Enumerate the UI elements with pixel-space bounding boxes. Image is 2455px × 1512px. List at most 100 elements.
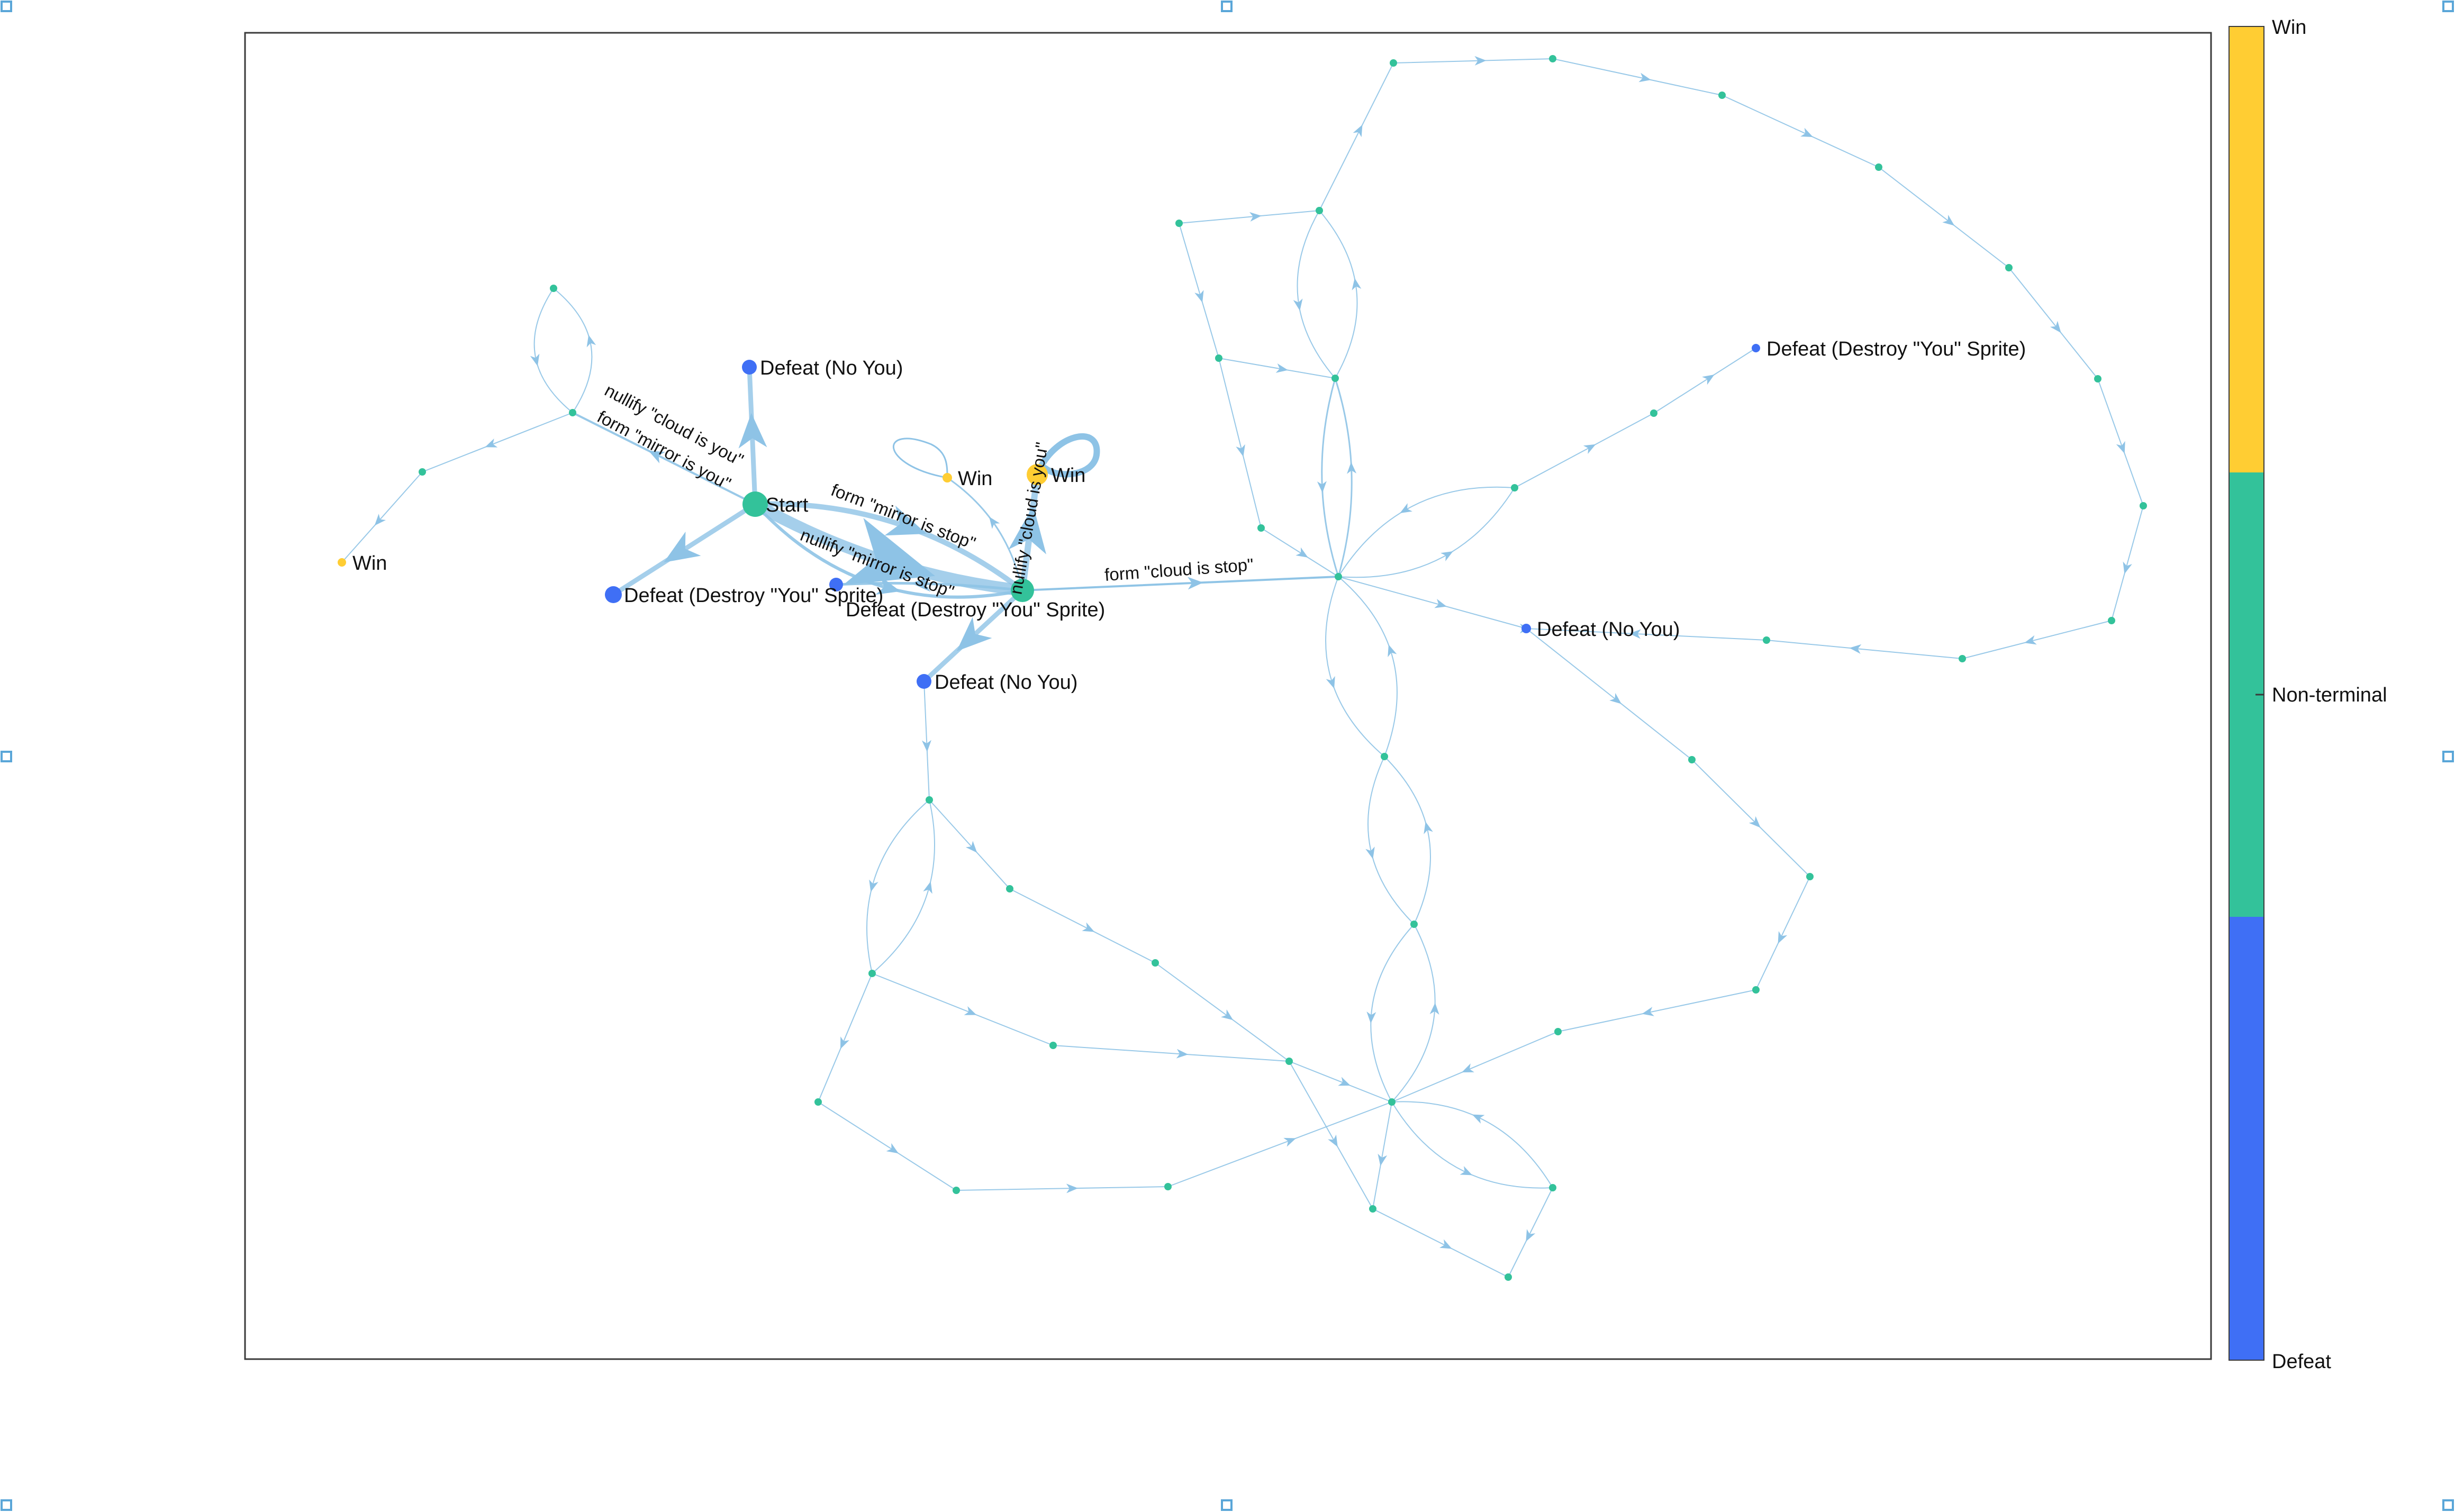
edge-arrowhead — [1749, 816, 1761, 828]
graph-node — [1152, 959, 1159, 967]
graph-edge — [872, 799, 935, 974]
graph-node — [1388, 1098, 1396, 1106]
graph-node — [1718, 92, 1726, 99]
graph-edge — [341, 471, 423, 563]
edge-arrowhead — [1326, 676, 1335, 689]
graph-edge — [1766, 640, 1963, 659]
edge-arrowhead — [1176, 1049, 1189, 1059]
edge-arrowhead — [886, 1143, 899, 1154]
graph-edge — [1319, 62, 1394, 211]
graph-node — [1390, 59, 1397, 67]
node-label-win-big: Win — [1051, 464, 1085, 487]
graph-node — [1257, 524, 1265, 532]
graph-edge — [1338, 487, 1515, 578]
edge-arrowhead — [1365, 846, 1375, 859]
resize-handle-top-left[interactable] — [1, 1, 12, 12]
edge-arrowhead — [1008, 505, 1047, 554]
graph-node — [1650, 409, 1657, 417]
resize-handle-bottom-center[interactable] — [1221, 1499, 1233, 1511]
edge-arrowhead — [1296, 547, 1308, 558]
graph-edge — [1391, 1031, 1559, 1103]
edge-arrowhead — [1629, 629, 1641, 639]
graph-edge — [1338, 486, 1515, 577]
graph-edge — [818, 973, 873, 1103]
graph-edge — [1289, 1061, 1373, 1209]
edge-arrowhead — [1609, 693, 1621, 704]
graph-node — [1505, 1273, 1512, 1281]
graph-node — [1316, 207, 1323, 214]
graph-node-defeat-sprite-left — [605, 586, 622, 603]
edge-arrowhead — [1400, 503, 1412, 513]
graph-node-win-far-left — [338, 558, 346, 567]
graph-node — [419, 468, 426, 476]
graph-node — [1511, 484, 1518, 491]
edge-arrowhead — [1249, 212, 1262, 222]
resize-handle-top-center[interactable] — [1221, 1, 1233, 12]
edge-arrowhead — [965, 841, 977, 853]
edge-arrowhead — [1583, 444, 1596, 454]
edge-arrowhead — [989, 516, 1000, 529]
edge-arrowhead — [843, 518, 935, 585]
edge-label: form "cloud is stop" — [1104, 554, 1254, 585]
resize-handle-top-right[interactable] — [2442, 1, 2454, 12]
graph-node-defeat-no-you-right — [1521, 624, 1531, 633]
graph-node — [550, 285, 557, 292]
graph-node — [2140, 502, 2147, 509]
graph-edge — [1391, 924, 1436, 1103]
resize-handle-middle-right[interactable] — [2442, 751, 2454, 762]
edge-arrowhead — [1194, 290, 1204, 303]
resize-handle-bottom-left[interactable] — [1, 1499, 12, 1511]
graph-node — [1806, 873, 1814, 880]
graph-edge — [1370, 924, 1415, 1103]
graph-edge — [1962, 620, 2112, 659]
graph-edge — [1321, 377, 1339, 578]
edge-arrowhead — [664, 531, 701, 563]
edge-arrowhead — [1642, 1007, 1654, 1016]
edge-arrowhead — [840, 1036, 849, 1049]
graph-node-win-small-center — [943, 473, 952, 482]
edge-arrowhead — [1434, 599, 1447, 608]
colorbar-label-win: Win — [2272, 16, 2306, 39]
edge-arrowhead — [1066, 1183, 1078, 1194]
graph-node-defeat-sprite-mid — [829, 578, 843, 591]
graph-edge — [1372, 1101, 1392, 1209]
edge-arrowhead — [1347, 462, 1357, 474]
node-label-start: Start — [766, 494, 809, 516]
graph-edge — [1155, 962, 1290, 1062]
graph-edge — [2097, 378, 2144, 506]
graph-node — [2108, 617, 2115, 624]
node-label-defeat-no-you-mid: Defeat (No You) — [935, 671, 1077, 694]
edge-arrowhead — [875, 576, 901, 595]
edge-arrowhead — [485, 438, 498, 448]
edge-arrowhead — [374, 514, 386, 526]
node-label-defeat-no-you-right: Defeat (No You) — [1537, 618, 1680, 641]
graph-node-hub — [1011, 579, 1034, 602]
edge-arrowhead — [1293, 298, 1303, 311]
graph-edge — [946, 477, 1023, 591]
edge-arrowhead — [1189, 578, 1202, 588]
resize-handle-middle-left[interactable] — [1, 751, 12, 762]
edge-arrowhead — [1849, 644, 1862, 654]
graph-edge — [422, 412, 573, 472]
graph-node-win-big — [1027, 464, 1048, 485]
graph-node — [1164, 1183, 1172, 1190]
graph-node — [1381, 753, 1388, 760]
edge-arrowhead — [1429, 1003, 1439, 1015]
node-label-win-far-left: Win — [352, 552, 387, 575]
edge-arrowhead — [923, 881, 932, 894]
graph-node — [1875, 163, 1882, 171]
graph-node — [1959, 655, 1966, 662]
graph-edge — [1218, 358, 1262, 529]
plot-frame — [244, 32, 2212, 1360]
graph-edge — [1557, 989, 1756, 1032]
graph-edge — [1261, 527, 1339, 577]
edge-arrowhead — [1778, 931, 1788, 944]
graph-edge — [1367, 756, 1415, 925]
graph-edge — [1878, 167, 2009, 268]
graph-node — [1549, 1184, 1556, 1191]
graph-edge — [1289, 1061, 1392, 1103]
graph-edge — [1508, 1187, 1553, 1278]
edge-arrowhead — [1338, 1077, 1351, 1086]
resize-handle-bottom-right[interactable] — [2442, 1499, 2454, 1511]
graph-edge — [553, 288, 593, 413]
